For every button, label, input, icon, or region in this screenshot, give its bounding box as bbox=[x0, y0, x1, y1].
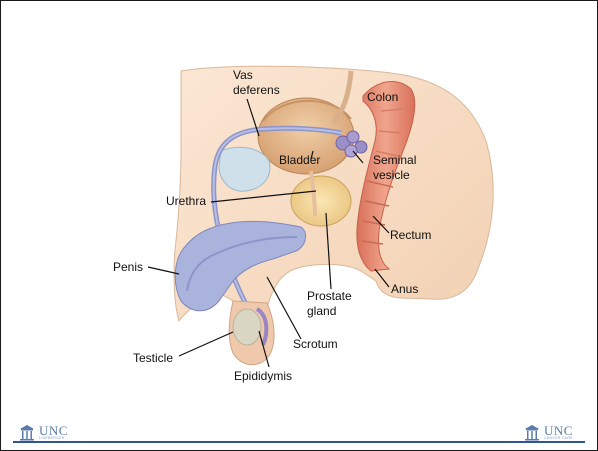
well-icon bbox=[19, 423, 35, 441]
label-urethra: Urethra bbox=[166, 194, 206, 208]
label-penis: Penis bbox=[113, 260, 143, 274]
label-rectum: Rectum bbox=[390, 228, 431, 242]
label-colon: Colon bbox=[367, 90, 398, 104]
footer-logo-right: UNC CANCER CARE bbox=[524, 423, 573, 441]
prostate-shape bbox=[291, 176, 351, 226]
label-vas-deferens: Vas deferens bbox=[233, 68, 293, 98]
pubic-bone bbox=[219, 147, 270, 191]
footer-rule bbox=[13, 441, 585, 443]
label-anus: Anus bbox=[391, 282, 418, 296]
label-epididymis: Epididymis bbox=[234, 369, 292, 383]
label-bladder: Bladder bbox=[279, 153, 320, 167]
label-seminal-vesicle: Seminal vesicle bbox=[373, 153, 416, 183]
well-icon bbox=[524, 423, 540, 441]
label-testicle: Testicle bbox=[133, 351, 173, 365]
logo-sub-right: CANCER CARE bbox=[544, 437, 573, 441]
logo-word-left: UNC bbox=[39, 424, 68, 437]
footer-logo-left: UNC LINEBERGER bbox=[19, 423, 68, 441]
label-scrotum: Scrotum bbox=[293, 337, 338, 351]
testicle-shape bbox=[233, 309, 261, 345]
label-prostate-gland: Prostate gland bbox=[307, 289, 352, 319]
logo-word-right: UNC bbox=[544, 424, 573, 437]
logo-sub-left: LINEBERGER bbox=[39, 437, 68, 441]
